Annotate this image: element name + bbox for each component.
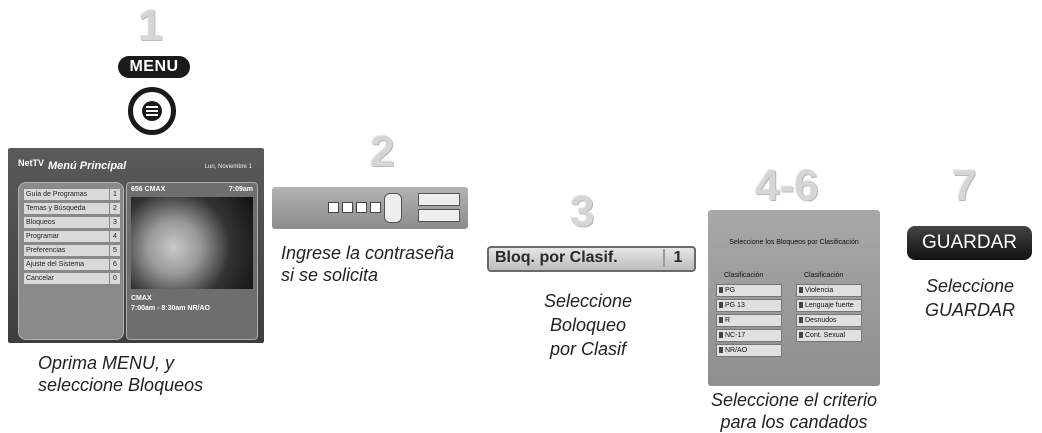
tv-main-menu-screen: NetTV Menú Principal Lun, Noviembre 1 Gu… xyxy=(8,148,264,343)
tv-menu-item[interactable]: Bloqueos 3 xyxy=(23,216,121,229)
tv-menu-item-label: Guía de Programas xyxy=(26,191,88,198)
tv-date: Lun, Noviembre 1 xyxy=(204,164,252,170)
step-number-4-6: 4-6 xyxy=(755,161,819,210)
lock-icon xyxy=(719,302,723,308)
unlock-icon xyxy=(799,302,803,308)
caption-step1-line2: seleccione Bloqueos xyxy=(38,375,204,395)
rating-option-label: PG xyxy=(725,287,736,294)
rating-option[interactable]: PG 13 xyxy=(716,299,782,312)
tv-menu-item[interactable]: Preferencias 5 xyxy=(23,244,121,257)
remote-key-wide xyxy=(418,209,460,222)
lock-icon xyxy=(719,347,723,353)
column-header-content: Clasificación xyxy=(804,272,844,279)
tv-menu-item[interactable]: Cancelar 0 xyxy=(23,272,121,285)
rating-option-label: NR/AO xyxy=(725,347,748,354)
tv-menu-item-number: 6 xyxy=(109,259,120,270)
rating-option[interactable]: PG xyxy=(716,284,782,297)
content-option[interactable]: Violencia xyxy=(796,284,862,297)
rating-lock-panel: Seleccione los Bloqueos por Clasificació… xyxy=(708,210,880,386)
tv-menu-item-label: Temas y Búsqueda xyxy=(26,205,86,212)
caption-step46-line2: para los candados xyxy=(720,412,868,432)
rating-option[interactable]: R xyxy=(716,314,782,327)
content-option-label: Desnudos xyxy=(805,317,837,324)
step-number-3: 3 xyxy=(570,187,595,236)
preview-time: 7:09am xyxy=(228,186,253,193)
tv-menu-item[interactable]: Programar 4 xyxy=(23,230,121,243)
tv-menu-item-number: 4 xyxy=(109,231,120,242)
remote-rocker xyxy=(384,193,402,223)
remote-key xyxy=(328,202,339,213)
rating-option-label: R xyxy=(725,317,731,324)
tv-menu-item-number: 0 xyxy=(109,273,120,284)
tv-menu-item-number: 3 xyxy=(109,217,120,228)
lock-icon xyxy=(719,332,723,338)
tv-menu-item-label: Bloqueos xyxy=(26,219,56,226)
caption-step7-line1: Seleccione xyxy=(925,276,1015,296)
remote-menu-button-icon xyxy=(128,87,176,135)
caption-step3-line1: Seleccione xyxy=(543,291,633,311)
step-number-7: 7 xyxy=(952,161,977,210)
tv-menu-title: Menú Principal xyxy=(48,160,127,172)
remote-key xyxy=(356,202,367,213)
content-option[interactable]: Cont. Sexual xyxy=(796,329,862,342)
remote-key xyxy=(342,202,353,213)
lock-icon xyxy=(719,317,723,323)
lock-panel-title: Seleccione los Bloqueos por Clasificació… xyxy=(729,239,859,246)
rating-option[interactable]: NC-17 xyxy=(716,329,782,342)
guardar-button[interactable]: GUARDAR xyxy=(907,226,1032,260)
tv-menu-item-label: Programar xyxy=(26,233,60,240)
preview-schedule: 7:00am - 8:30am NR/AO xyxy=(131,305,210,312)
rating-option-label: NC-17 xyxy=(725,332,746,339)
caption-step3-line3: por Clasif xyxy=(549,339,627,359)
nettv-logo: NetTV xyxy=(18,158,45,168)
content-option[interactable]: Lenguaje fuerte xyxy=(796,299,862,312)
remote-key xyxy=(370,202,381,213)
caption-step2-line1: Ingrese la contraseña xyxy=(281,243,455,263)
lock-icon xyxy=(719,287,723,293)
rating-option-label: PG 13 xyxy=(725,302,745,309)
tv-menu-item[interactable]: Temas y Búsqueda 2 xyxy=(23,202,121,215)
tv-preview-pane: 656 CMAX 7:09am CMAX 7:00am - 8:30am NR/… xyxy=(126,182,258,340)
tv-menu-item-number: 1 xyxy=(109,189,120,200)
column-header-ratings: Clasificación xyxy=(724,272,764,279)
caption-step2-line2: si se solicita xyxy=(281,265,379,285)
preview-image xyxy=(131,197,253,289)
caption-step1-line1: Oprima MENU, y xyxy=(38,353,175,373)
unlock-icon xyxy=(799,317,803,323)
tv-menu-item-number: 5 xyxy=(109,245,120,256)
menu-button-label: MENU xyxy=(118,56,190,78)
content-option-label: Lenguaje fuerte xyxy=(805,302,854,309)
caption-step7-line2: GUARDAR xyxy=(924,300,1015,320)
tv-menu-item-label: Preferencias xyxy=(26,247,66,254)
rating-lock-menu-item[interactable]: Bloq. por Clasif. 1 xyxy=(487,246,696,272)
caption-step3-line2: Boloqueo xyxy=(549,315,627,335)
rating-option[interactable]: NR/AO xyxy=(716,344,782,357)
tv-menu-item[interactable]: Guía de Programas 1 xyxy=(23,188,121,201)
remote-key-wide xyxy=(418,193,460,206)
step-number-2: 2 xyxy=(370,127,395,176)
unlock-icon xyxy=(799,332,803,338)
rating-lock-number: 1 xyxy=(663,249,691,267)
tv-menu-item[interactable]: Ajuste del Sistema 6 xyxy=(23,258,121,271)
tv-menu-list: Guía de Programas 1 Temas y Búsqueda 2 Blo… xyxy=(18,182,124,340)
caption-step46-line1: Seleccione el criterio xyxy=(710,390,878,410)
tv-menu-item-label: Cancelar xyxy=(26,275,55,282)
content-option[interactable]: Desnudos xyxy=(796,314,862,327)
step-number-1: 1 xyxy=(138,1,163,50)
remote-keypad-image xyxy=(272,187,468,229)
preview-name: CMAX xyxy=(131,295,152,302)
tv-menu-item-number: 2 xyxy=(109,203,120,214)
content-option-label: Violencia xyxy=(805,287,834,294)
preview-channel: 656 CMAX xyxy=(131,186,166,193)
lock-icon xyxy=(799,287,803,293)
tv-menu-item-label: Ajuste del Sistema xyxy=(26,261,84,268)
rating-lock-label: Bloq. por Clasif. xyxy=(495,249,618,266)
content-option-label: Cont. Sexual xyxy=(805,332,846,339)
